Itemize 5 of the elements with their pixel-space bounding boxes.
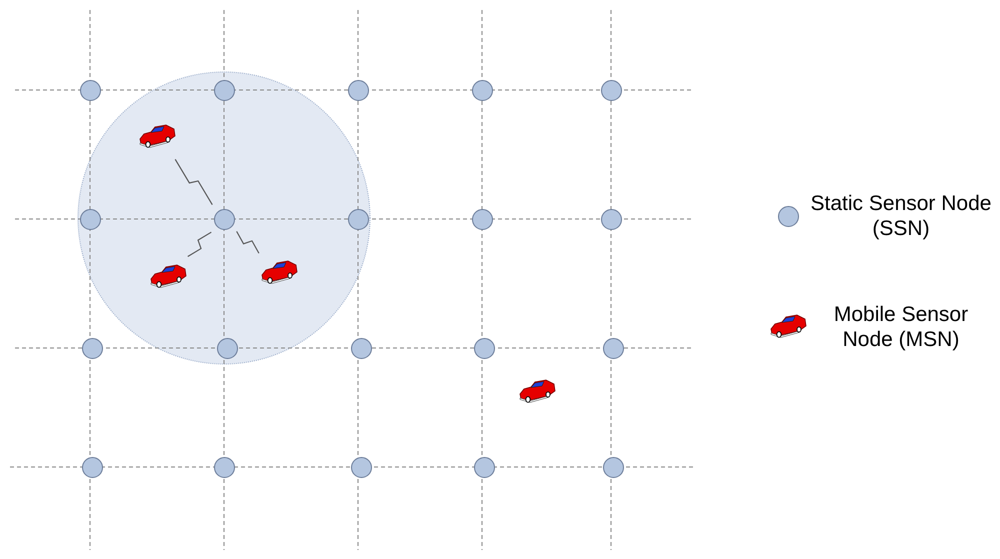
- legend-label: Mobile Sensor Node (MSN): [832, 302, 970, 352]
- wireless-link: [174, 159, 213, 205]
- legend-label: Static Sensor Node (SSN): [810, 191, 992, 241]
- wireless-link: [188, 232, 212, 257]
- wireless-link: [236, 231, 260, 254]
